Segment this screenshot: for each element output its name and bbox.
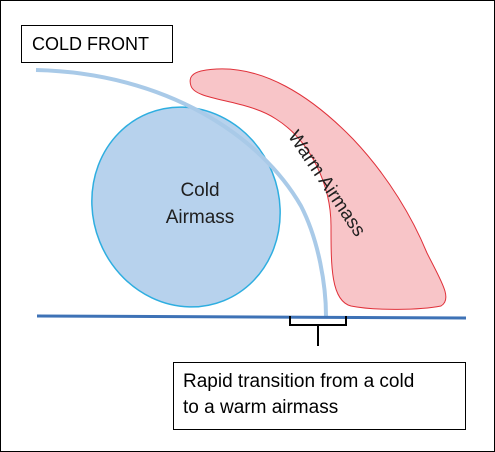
caption-line2: to a warm airmass [183, 397, 339, 418]
diagram-title: COLD FRONT [32, 34, 149, 54]
caption-box: Rapid transition from a cold to a warm a… [173, 362, 466, 430]
cold-front-boundary-line [35, 68, 328, 317]
ground-line [36, 314, 467, 320]
warm-airmass-shape [189, 68, 447, 310]
transition-bracket [289, 316, 347, 346]
cold-airmass-shape [91, 106, 281, 308]
caption-line1: Rapid transition from a cold [183, 371, 415, 392]
title-box: COLD FRONT [21, 25, 173, 63]
cold-airmass-label-line1: Cold [180, 180, 220, 201]
cold-airmass-label-line2: Airmass [165, 207, 235, 228]
cold-airmass-label: Cold Airmass [155, 177, 245, 231]
